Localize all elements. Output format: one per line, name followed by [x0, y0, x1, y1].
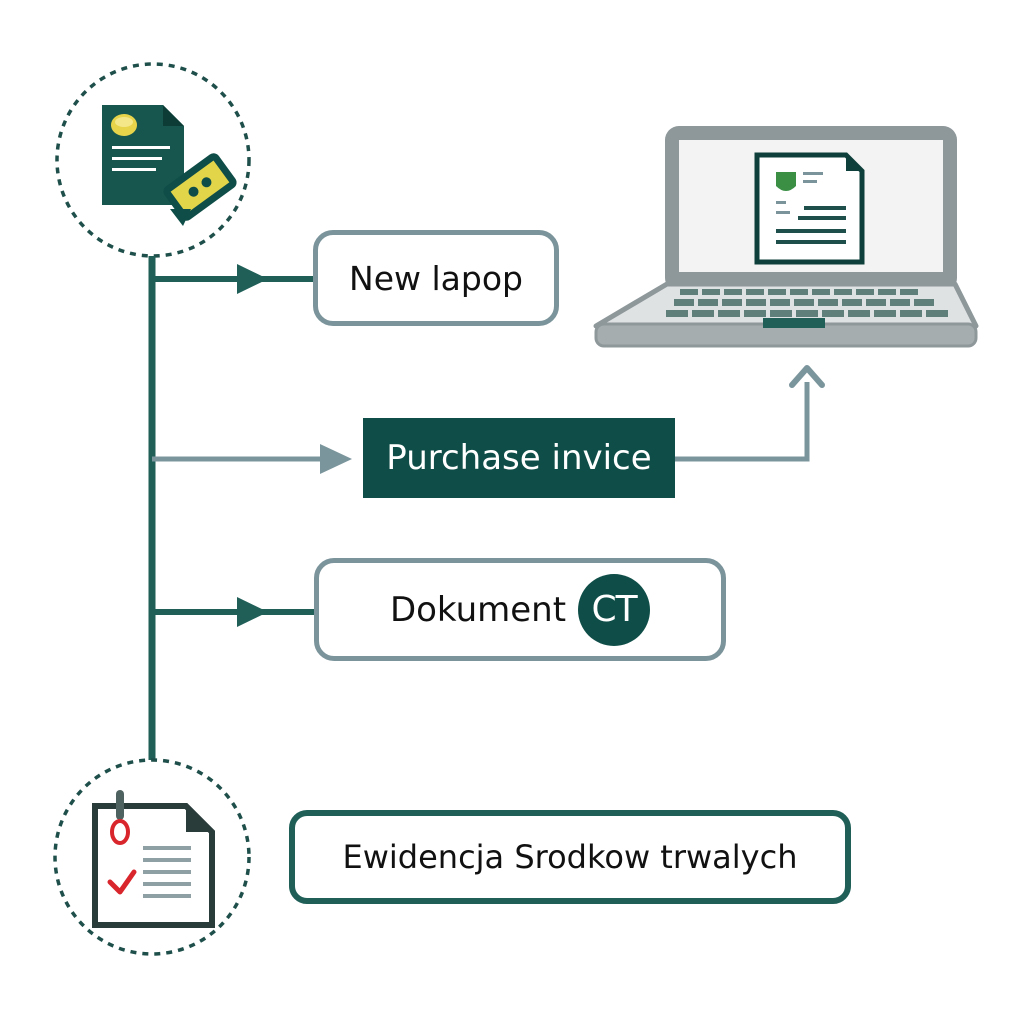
arrow-purchase-invoice: [320, 444, 352, 474]
checklist-document-icon: [92, 790, 215, 928]
node-ewidencja-label: Ewidencja Srodkow trwalych: [342, 838, 798, 876]
node-dokument: Dokument CT: [314, 558, 726, 661]
node-purchase-invoice-label: Purchase invice: [386, 438, 652, 478]
laptop-screen-document-icon: [754, 152, 865, 265]
arrow-dokument: [237, 597, 268, 627]
connector-invoice-laptop: [675, 382, 810, 462]
arrowhead-laptop: [789, 365, 825, 388]
node-dokument-label: Dokument: [389, 589, 567, 630]
bottom-icon-group: [53, 758, 251, 956]
bottom-dashed-circle: [53, 758, 251, 956]
arrow-new-laptop: [237, 264, 268, 294]
laptop-icon: [593, 126, 979, 348]
node-ewidencja: Ewidencja Srodkow trwalych: [289, 810, 851, 904]
ticket-icon: [163, 153, 237, 221]
top-dashed-circle: [55, 62, 251, 258]
invoice-document-icon: [102, 105, 184, 205]
node-purchase-invoice: Purchase invice: [363, 418, 675, 498]
ct-badge: CT: [578, 573, 651, 646]
node-new-laptop-label: New lapop: [349, 258, 523, 298]
top-icon-group: [55, 62, 251, 258]
node-new-laptop: New lapop: [313, 230, 559, 326]
